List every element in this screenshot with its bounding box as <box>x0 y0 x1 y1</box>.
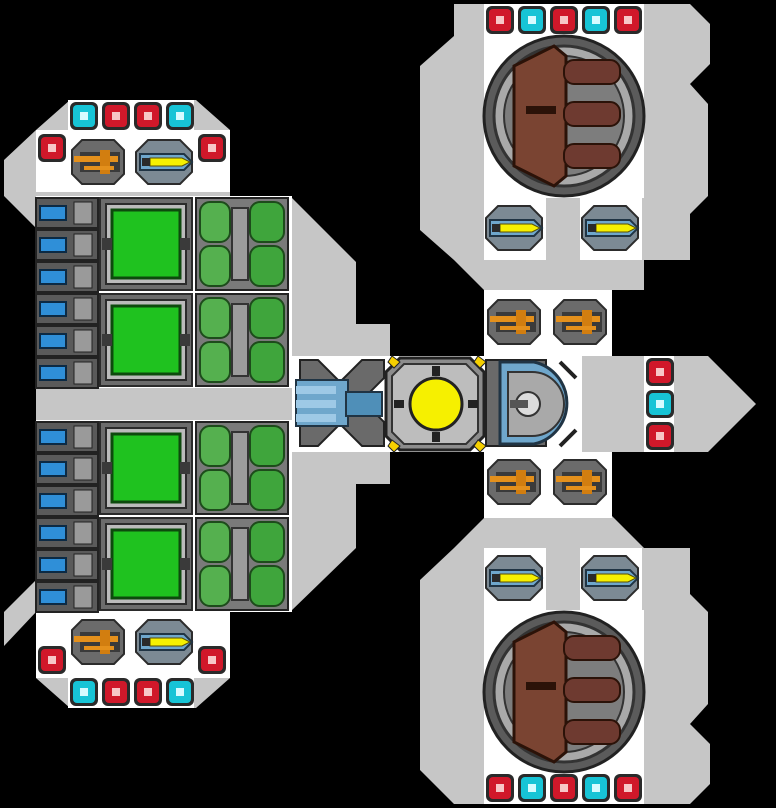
autocannon[interactable] <box>69 135 127 187</box>
missile-launcher[interactable] <box>579 551 641 603</box>
battery-stack <box>35 197 99 293</box>
bottom-lights <box>486 774 642 802</box>
light-red-block <box>198 646 226 674</box>
missile-launcher[interactable] <box>133 135 195 187</box>
battery-stack <box>35 517 99 613</box>
reactor-bay[interactable] <box>98 292 194 388</box>
missile-launcher[interactable] <box>579 201 641 253</box>
cannon-turret-top[interactable] <box>482 34 646 198</box>
autocannon[interactable] <box>485 295 543 347</box>
light-red-block <box>134 102 162 130</box>
cannon-turret-bottom[interactable] <box>482 610 646 774</box>
fuel-tanks <box>195 197 289 291</box>
top-lights <box>486 6 642 34</box>
light-cyan-block <box>70 102 98 130</box>
fuel-tanks <box>195 293 289 387</box>
autocannon[interactable] <box>551 455 609 507</box>
light-red-block <box>486 774 514 802</box>
light-red-block <box>38 134 66 162</box>
light-cyan-block <box>582 774 610 802</box>
light-cyan-block <box>166 102 194 130</box>
autocannon[interactable] <box>69 615 127 667</box>
shield-generator[interactable] <box>485 359 578 448</box>
reactor-bay[interactable] <box>98 196 194 292</box>
light-red-block <box>646 358 674 386</box>
light-red-block <box>102 678 130 706</box>
reactor-bay[interactable] <box>98 420 194 516</box>
light-red-block <box>614 6 642 34</box>
light-cyan-block <box>70 678 98 706</box>
reactor-bay[interactable] <box>98 516 194 612</box>
light-red-block <box>550 6 578 34</box>
light-cyan-block <box>646 390 674 418</box>
autocannon[interactable] <box>551 295 609 347</box>
nose-lights <box>646 358 674 450</box>
missile-launcher[interactable] <box>483 551 545 603</box>
light-cyan-block <box>582 6 610 34</box>
battery-stack <box>35 293 99 389</box>
thruster[interactable] <box>295 359 385 447</box>
missile-launcher[interactable] <box>133 615 195 667</box>
missile-launcher[interactable] <box>483 201 545 253</box>
autocannon[interactable] <box>485 455 543 507</box>
light-red-block <box>38 646 66 674</box>
fuel-tanks <box>195 517 289 611</box>
light-cyan-block <box>518 774 546 802</box>
light-red-block <box>614 774 642 802</box>
light-cyan-block <box>518 6 546 34</box>
fuel-tanks <box>195 421 289 515</box>
light-red-block <box>134 678 162 706</box>
light-red-block <box>486 6 514 34</box>
light-red-block <box>646 422 674 450</box>
light-red-block <box>550 774 578 802</box>
light-cyan-block <box>166 678 194 706</box>
light-red-block <box>198 134 226 162</box>
battery-stack <box>35 421 99 517</box>
yellow-core[interactable] <box>384 355 487 453</box>
light-red-block <box>102 102 130 130</box>
